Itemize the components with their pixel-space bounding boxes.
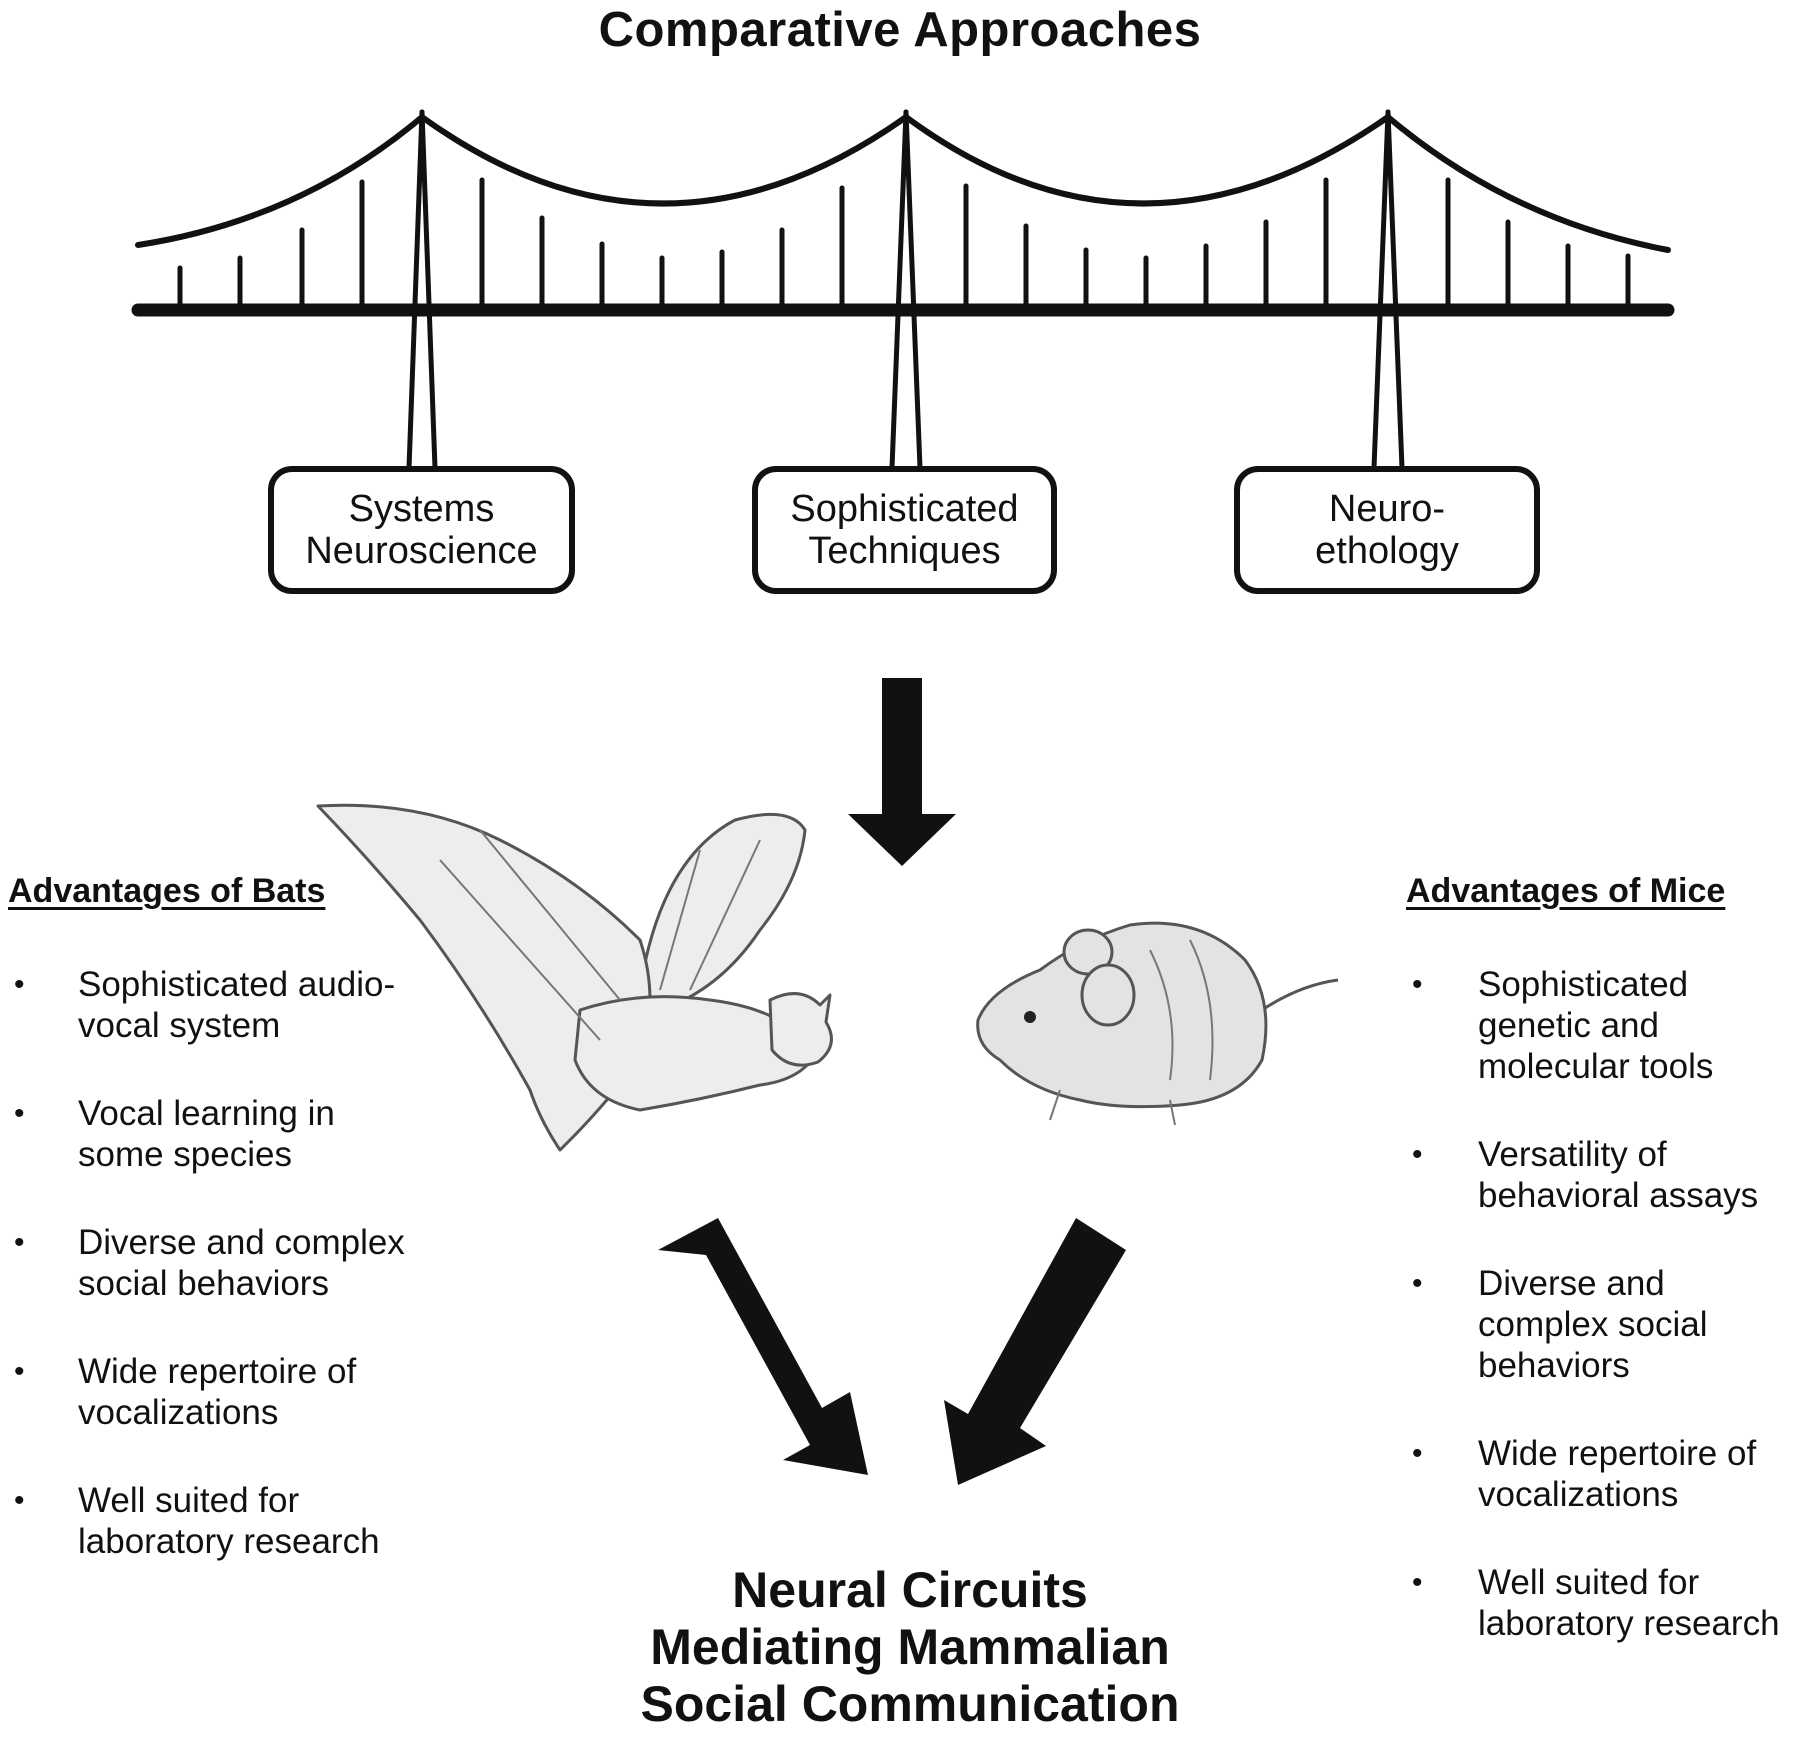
- list-item: •Well suited for laboratory research: [14, 1481, 380, 1561]
- pillar-label-line: Techniques: [808, 530, 1001, 572]
- mouse-illustration: [976, 921, 1339, 1126]
- diagram-title: Comparative Approaches: [598, 3, 1202, 57]
- bridge: [131, 109, 1675, 471]
- mouse-eye: [1024, 1011, 1036, 1023]
- arrow-down-center: [848, 678, 956, 866]
- list-item: •Sophisticated audio-vocal system: [14, 965, 396, 1045]
- pillar-label-line: Sophisticated: [790, 488, 1019, 530]
- bat-head: [768, 992, 833, 1067]
- mouse-tail: [1261, 978, 1339, 1012]
- bats-advantages-list: •Sophisticated audio-vocal system •Vocal…: [14, 964, 408, 1609]
- list-item: •Well suited for laboratory research: [1412, 1563, 1780, 1643]
- list-item: •Diverse and complex social behaviors: [1412, 1264, 1708, 1385]
- pillar-neuroethology: Neuro- ethology: [1234, 466, 1540, 594]
- list-item: •Wide repertoire of vocalizations: [1412, 1434, 1757, 1514]
- conclusion-line: Mediating Mammalian: [650, 1619, 1170, 1675]
- pillar-label-line: ethology: [1315, 530, 1459, 572]
- list-item: •Wide repertoire of vocalizations: [14, 1352, 357, 1432]
- mouse-ear-front: [1080, 963, 1136, 1027]
- list-item: •Diverse and complex social behaviors: [14, 1223, 405, 1303]
- arrow-diagonal-right: [944, 1218, 1126, 1485]
- bat-illustration: [316, 803, 833, 1152]
- bridge-tower-center: [889, 109, 923, 471]
- list-item: •Vocal learning in some species: [14, 1094, 335, 1174]
- mice-advantages-heading: Advantages of Mice: [1406, 872, 1726, 910]
- bat-wing-back: [638, 812, 807, 1012]
- bridge-tower-left: [406, 109, 438, 471]
- mice-advantages-list: •Sophisticated genetic and molecular too…: [1412, 964, 1800, 1691]
- conclusion-line: Neural Circuits: [732, 1562, 1088, 1618]
- pillar-systems-neuroscience: Systems Neuroscience: [268, 466, 575, 594]
- arrow-diagonal-left: [658, 1218, 868, 1475]
- pillar-label-line: Systems: [348, 488, 495, 530]
- conclusion-line: Social Communication: [640, 1676, 1180, 1732]
- bridge-tower-right: [1371, 109, 1405, 471]
- bat-body: [573, 995, 817, 1112]
- pillar-label-line: Neuroscience: [305, 530, 538, 572]
- pillar-sophisticated-techniques: Sophisticated Techniques: [752, 466, 1057, 594]
- list-item: •Versatility of behavioral assays: [1412, 1135, 1759, 1215]
- conclusion-text: Neural Circuits Mediating Mammalian Soci…: [540, 1562, 1280, 1733]
- bridge-hangers: [177, 177, 1631, 309]
- list-item: •Sophisticated genetic and molecular too…: [1412, 965, 1714, 1086]
- bats-advantages-heading: Advantages of Bats: [8, 872, 326, 910]
- pillar-label-line: Neuro-: [1328, 488, 1446, 530]
